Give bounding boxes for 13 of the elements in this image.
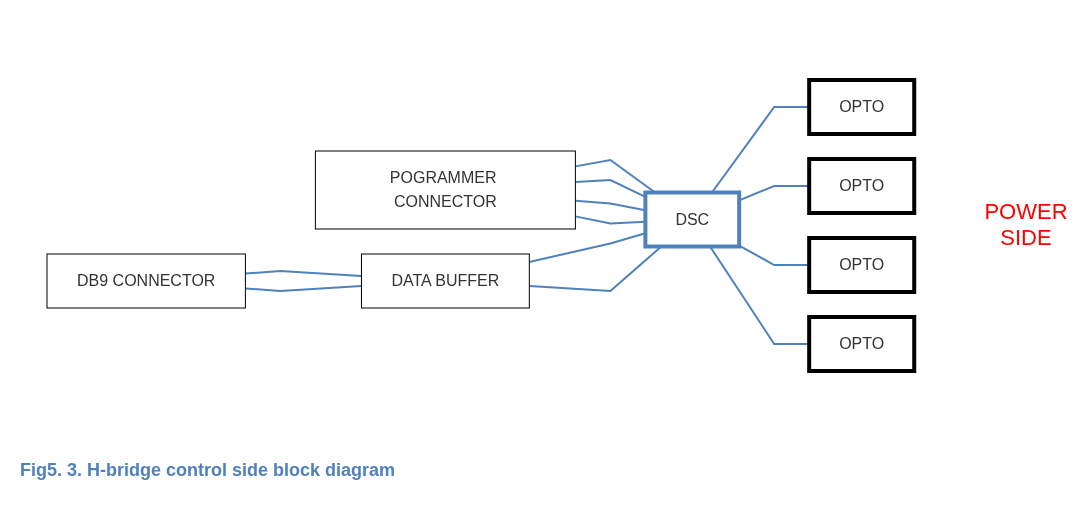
side-label: POWER SIDE	[983, 199, 1069, 251]
node-box: OPTO	[807, 314, 917, 373]
figure-caption: Fig5. 3. H-bridge control side block diagram	[20, 460, 397, 481]
connector	[244, 269, 363, 277]
node-box: DSC	[643, 190, 742, 248]
node-box: OPTO	[807, 77, 917, 136]
node-box: DB9 CONNECTOR	[46, 253, 246, 308]
node-box: DATA BUFFER	[360, 253, 530, 308]
connector	[244, 284, 363, 292]
node-box: POGRAMMER CONNECTOR	[314, 150, 576, 229]
node-box: OPTO	[807, 156, 917, 215]
connector	[574, 158, 656, 193]
node-box: OPTO	[807, 235, 917, 294]
